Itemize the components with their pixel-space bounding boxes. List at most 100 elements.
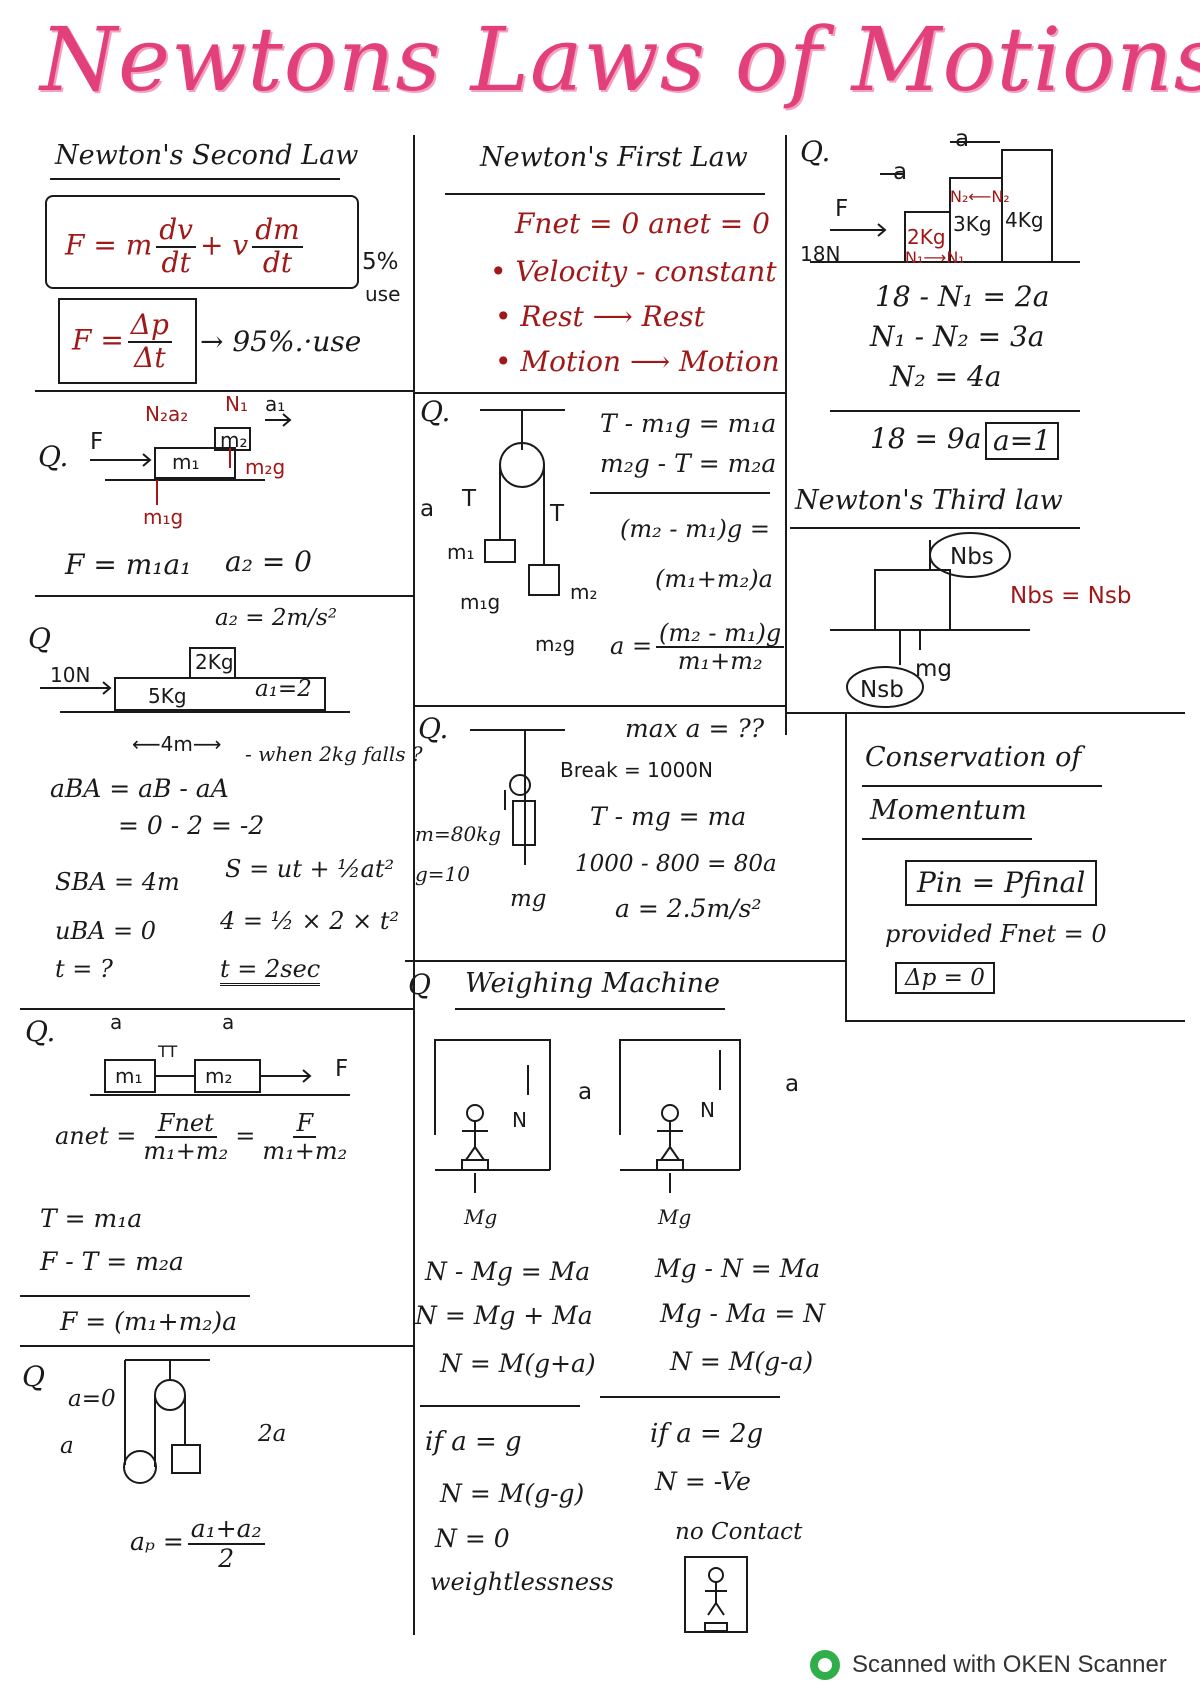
connected-eq2: F - T = m₂a (40, 1247, 184, 1276)
underline (455, 1008, 725, 1010)
first-law-line1: Fnet = 0 anet = 0 (515, 207, 770, 240)
accel-label: a (578, 1079, 593, 1105)
normal-n1: N₁⟶N₁ (905, 248, 965, 267)
weighing-l3: N = M(g+a) (440, 1349, 596, 1378)
slab-question: - when 2kg falls ? (245, 742, 423, 766)
divider (413, 392, 785, 394)
force-label: F (835, 196, 849, 222)
weighing-heading: Weighing Machine (465, 968, 720, 999)
block-3kg: 3Kg (953, 212, 992, 236)
rope-eq3: a = 2.5m/s² (615, 894, 762, 923)
third-law-eq: Nbs = Nsb (1010, 583, 1132, 609)
momentum-cond: provided Fnet = 0 (885, 920, 1107, 948)
divider (785, 712, 1185, 714)
slab-eq3: SBA = 4m (55, 868, 180, 896)
force-label: F (90, 429, 104, 455)
rope-diagram (470, 729, 565, 865)
label-a0: a=0 (68, 1386, 116, 1412)
pulley-eq4: (m₁+m₂)a (655, 565, 773, 593)
divider (413, 705, 785, 707)
underline (862, 838, 1032, 840)
label-a1: a₁ (265, 392, 286, 416)
eq2-box (58, 298, 197, 384)
label-a2: a₂ = 2m/s² (215, 605, 338, 631)
q-label: Q. (418, 712, 449, 745)
force-value: 10N (50, 663, 91, 687)
label-n2a2: N₂a₂ (145, 402, 189, 426)
page-title: Newtons Laws of Motions (40, 8, 1200, 111)
connected-eq3: F = (m₁+m₂)a (60, 1307, 238, 1336)
tension-label: T (462, 486, 477, 512)
third-law-diagram (830, 532, 1030, 708)
eq1-box (45, 195, 359, 289)
underline (830, 410, 1080, 412)
label-m2g: m₂g (535, 632, 576, 656)
slab-eq2: = 0 - 2 = -2 (118, 811, 265, 840)
divider (35, 595, 413, 597)
tension-label: TT (158, 1042, 178, 1061)
q-label: Q (28, 622, 51, 655)
normal-label: N (700, 1098, 715, 1122)
pulley-eq2: m₂g - T = m₂a (600, 449, 777, 478)
underline (862, 785, 1102, 787)
first-law-line2: • Velocity - constant (490, 255, 777, 288)
label-mg: mg (915, 656, 953, 682)
rope-mass: m=80kg (415, 822, 502, 846)
underline (20, 1295, 250, 1297)
slab-eq8: t = 2sec (220, 955, 321, 986)
weighing-l2: N = Mg + Ma (415, 1301, 593, 1330)
label-nbs: Nbs (950, 544, 994, 570)
first-law-line3: • Rest ⟶ Rest (495, 300, 705, 333)
divider (35, 390, 413, 392)
block-m2: m₂ (220, 428, 248, 452)
underline (790, 527, 1080, 529)
accel-label: a (785, 1071, 800, 1097)
second-law-heading: Newton's Second Law (55, 140, 359, 171)
pulley2-diagram (123, 1359, 210, 1484)
weighing-r3: N = M(g-a) (670, 1347, 814, 1376)
connected-eq1: T = m₁a (40, 1204, 143, 1233)
label-nsb: Nsb (860, 677, 904, 703)
blocks-eq4: 18 = 9a (870, 422, 982, 455)
momentum-result: Δp = 0 (895, 962, 995, 994)
blocks-eq1: 18 - N₁ = 2a (875, 280, 1050, 313)
eq2-note: → 95%.·use (200, 325, 362, 358)
scanner-text: Scanned with OKEN Scanner (852, 1651, 1167, 1678)
first-law-line4: • Motion ⟶ Motion (495, 345, 780, 378)
third-law-heading: Newton's Third law (795, 485, 1063, 516)
rope-eq2: 1000 - 800 = 80a (575, 851, 777, 877)
stacked-eq2: a₂ = 0 (225, 545, 312, 578)
block-5kg: 5Kg (148, 684, 187, 708)
weighing-if2: if a = 2g (650, 1419, 764, 1449)
weighing-r2: Mg - Ma = N (660, 1299, 826, 1328)
block-m1: m₁ (172, 450, 200, 474)
divider (20, 1008, 413, 1010)
block-4kg: 4Kg (1005, 208, 1044, 232)
momentum-eq: Pin = Pfinal (905, 860, 1098, 906)
tension-label: T (550, 501, 565, 527)
eq1-note-use: use (365, 282, 401, 306)
label-m1: m₁ (447, 540, 475, 564)
rope-break: Break = 1000N (560, 758, 713, 782)
block-m1: m₁ (115, 1064, 143, 1088)
label-m2g: m₂g (245, 455, 286, 479)
underline (420, 1405, 580, 1407)
accel-label: a (955, 126, 970, 152)
divider (845, 1020, 1185, 1022)
weighing-r1: Mg - N = Ma (655, 1254, 821, 1283)
label-m1g: m₁g (460, 590, 501, 614)
weight-label: Mg (658, 1205, 692, 1229)
underline (600, 1396, 780, 1398)
accel-label: 2a (258, 1421, 287, 1447)
rope-max: max a = ?? (625, 714, 765, 743)
slab-eq6: 4 = ½ × 2 × t² (220, 907, 400, 935)
q-label: Q. (25, 1015, 56, 1048)
divider (413, 135, 415, 1635)
slab-eq4: S = ut + ½at² (225, 855, 395, 883)
blocks-eq3: N₂ = 4a (890, 360, 1002, 393)
